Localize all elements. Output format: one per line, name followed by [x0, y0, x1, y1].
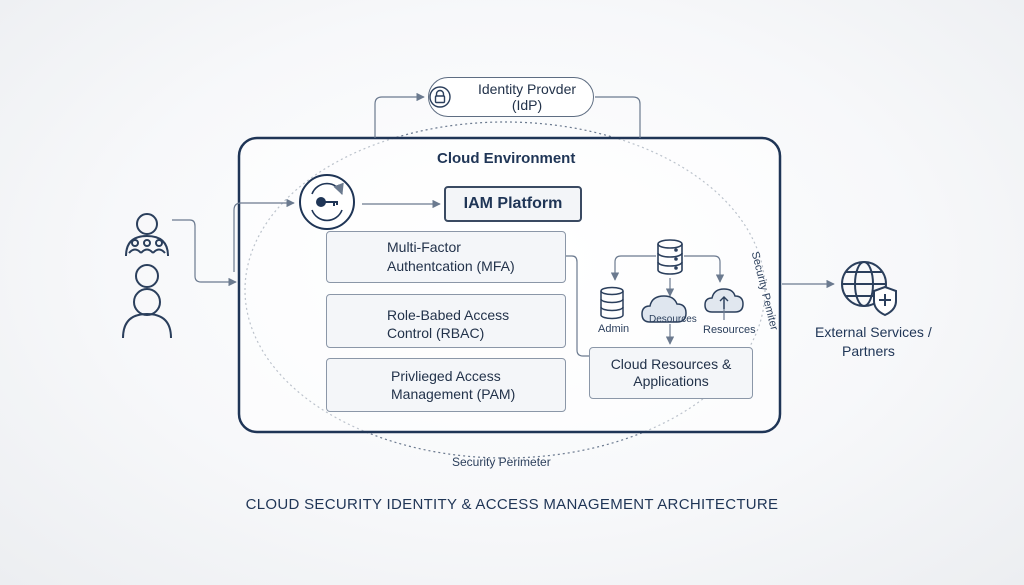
mfa-box[interactable]: Multi-Factor Authentcation (MFA) — [326, 231, 566, 283]
db-to-resources-connector — [684, 255, 725, 283]
lock-icon — [429, 86, 451, 108]
desources-cloud-icon — [641, 295, 687, 323]
admin-label: Admin — [598, 323, 630, 335]
security-perimeter-bottom-label: Security Perimeter — [452, 455, 551, 469]
external-services-label-line1: External Services / — [815, 324, 932, 340]
cloud-to-key-connector — [233, 198, 295, 272]
iam-platform-label: IAM Platform — [463, 195, 563, 212]
resources-label: Resources — [703, 324, 756, 336]
cloud-to-idp-connector — [374, 92, 425, 138]
user-to-cloud-connector — [172, 219, 237, 287]
mfa-label-line1: Multi-Factor — [387, 239, 461, 255]
pam-label-line2: Management (PAM) — [391, 386, 516, 402]
pam-label-line1: Privlieged Access — [391, 368, 501, 384]
rbac-box[interactable]: Role-Babed Access Control (RBAC) — [326, 294, 566, 348]
users-group-icon — [125, 213, 169, 257]
globe-shield-icon — [841, 261, 897, 317]
identity-provider-pill[interactable]: Identity Provder (IdP) — [428, 77, 594, 117]
db-to-admin-connector — [610, 255, 656, 281]
idp-to-cloud-connector — [595, 96, 641, 138]
rbac-label-line2: Control (RBAC) — [387, 325, 485, 341]
user-icon — [122, 264, 172, 339]
upload-arrow-icon — [719, 296, 729, 309]
mfa-to-resources-connector — [566, 255, 591, 357]
cloud-resources-box[interactable]: Cloud Resources & Applications — [589, 347, 753, 399]
central-database-icon — [657, 239, 683, 275]
cloud-resources-line2: Applications — [633, 373, 709, 389]
idp-label: Identity Provder (IdP) — [477, 81, 577, 113]
admin-database-icon — [600, 286, 624, 320]
pam-box[interactable]: Privlieged Access Management (PAM) — [326, 358, 566, 412]
iam-platform-box[interactable]: IAM Platform — [444, 186, 582, 222]
mfa-label-line2: Authentcation (MFA) — [387, 258, 515, 274]
desources-label: Desources — [649, 314, 697, 325]
external-services-label-line2: Partners — [842, 343, 895, 359]
cloud-environment-title: Cloud Environment — [437, 150, 576, 167]
key-icon — [299, 174, 355, 230]
cloud-resources-line1: Cloud Resources & — [610, 356, 732, 372]
diagram-footer-title: CLOUD SECURITY IDENTITY & ACCESS MANAGEM… — [245, 496, 779, 513]
rbac-label-line1: Role-Babed Access — [387, 307, 510, 323]
